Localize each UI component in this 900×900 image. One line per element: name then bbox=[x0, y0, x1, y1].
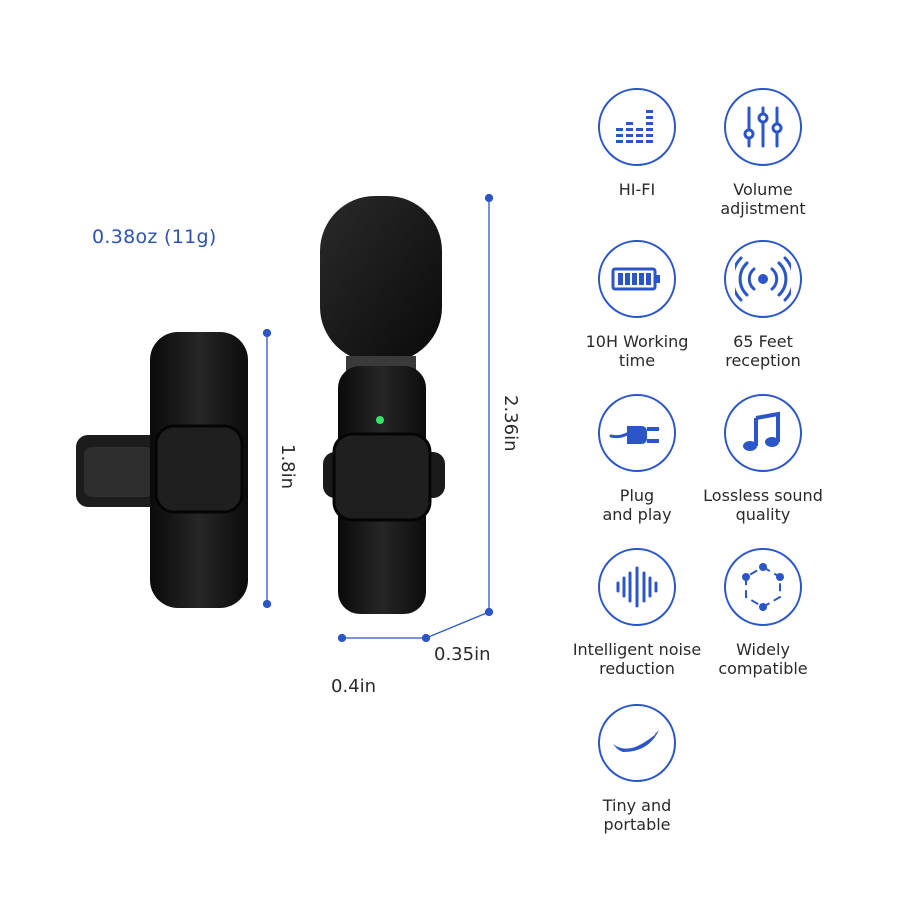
feature-label: HI-FI bbox=[618, 180, 656, 199]
feature-label: Tiny and portable bbox=[602, 796, 672, 834]
feature-reception: 65 Feet reception bbox=[688, 240, 838, 370]
feature-label: 65 Feet reception bbox=[725, 332, 801, 370]
sound-wave-icon bbox=[616, 566, 658, 608]
feather-icon bbox=[613, 730, 659, 752]
usb-c-connector bbox=[76, 435, 162, 507]
mic-height-label: 2.36in bbox=[500, 395, 521, 452]
feature-hifi: HI-FI bbox=[562, 88, 712, 199]
feature-label: Volume adjistment bbox=[720, 180, 806, 218]
feature-volume: Volume adjistment bbox=[688, 88, 838, 218]
hifi-equalizer-icon bbox=[616, 110, 653, 143]
receiver-body bbox=[150, 332, 248, 608]
mic-body bbox=[323, 366, 445, 614]
width-label: 0.4in bbox=[331, 676, 377, 697]
depth-label: 0.35in bbox=[434, 644, 491, 665]
hexagon-network-icon bbox=[742, 563, 784, 611]
feature-label: Intelligent noise reduction bbox=[572, 640, 702, 678]
signal-waves-icon bbox=[735, 256, 791, 302]
mic-windscreen bbox=[320, 196, 442, 362]
volume-sliders-icon bbox=[743, 106, 783, 148]
weight-label: 0.38oz (11g) bbox=[92, 226, 217, 248]
music-note-icon bbox=[743, 411, 780, 451]
feature-label: Widely compatible bbox=[718, 640, 808, 678]
status-led bbox=[376, 416, 384, 424]
feature-compatible: Widely compatible bbox=[688, 548, 838, 678]
plug-icon bbox=[609, 426, 659, 444]
feature-noise: Intelligent noise reduction bbox=[562, 548, 712, 678]
feature-label: 10H Working time bbox=[585, 332, 689, 370]
receiver-height-label: 1.8in bbox=[277, 444, 298, 490]
feature-battery: 10H Working time bbox=[562, 240, 712, 370]
feature-portable: Tiny and portable bbox=[562, 704, 712, 834]
battery-icon bbox=[611, 267, 660, 291]
feature-plug: Plug and play bbox=[562, 394, 712, 524]
feature-lossless: Lossless sound quality bbox=[688, 394, 838, 524]
feature-label: Plug and play bbox=[602, 486, 672, 524]
feature-label: Lossless sound quality bbox=[703, 486, 823, 524]
dimension-lines bbox=[262, 193, 494, 643]
